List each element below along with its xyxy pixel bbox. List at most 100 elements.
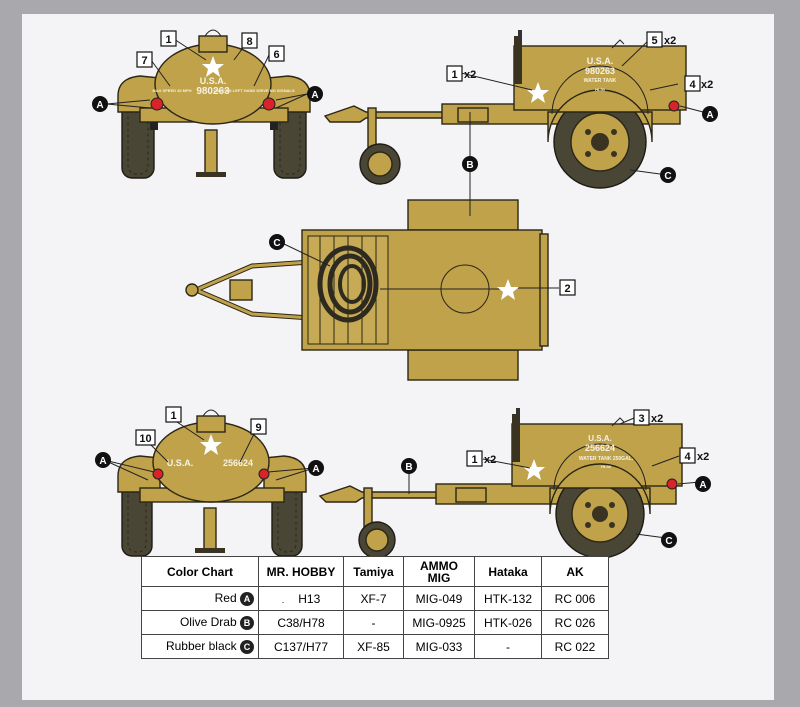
svg-text:6: 6 [273, 49, 279, 61]
callout-b-1: B [462, 156, 478, 172]
header-tamiya: Tamiya [343, 556, 404, 587]
svg-text:B: B [466, 160, 473, 171]
callout-a-3: A [702, 106, 718, 122]
hataka-cell: - [474, 634, 542, 659]
svg-text:1: 1 [170, 410, 176, 422]
stencil-serial: 980263 [196, 86, 230, 97]
tamiya-cell: - [343, 610, 404, 635]
svg-text:C: C [665, 536, 672, 547]
color-chart-table: Color Chart MR. HOBBY Tamiya AMMO MIG Ha… [141, 556, 609, 659]
ak-cell: RC 026 [541, 610, 609, 635]
svg-text:x2: x2 [464, 69, 476, 81]
callout-a-2: A [307, 86, 323, 102]
callout-1c: 1 [165, 406, 182, 423]
stencil-usa: U.S.A. [587, 56, 614, 66]
hataka-cell: HTK-132 [474, 586, 542, 611]
svg-text:A: A [312, 464, 319, 475]
callout-a-6: A [695, 476, 711, 492]
svg-text:x2: x2 [664, 35, 676, 47]
svg-text:8: 8 [246, 36, 252, 48]
ammo-mig-cell: MIG-033 [403, 634, 475, 659]
stencil-water-tank: WATER TANK 250GAL. [579, 456, 634, 462]
svg-text:9: 9 [255, 422, 261, 434]
svg-text:A: A [99, 456, 106, 467]
callout-2: 2 [559, 279, 576, 296]
callout-c-1: C [660, 167, 676, 183]
callout-a-4: A [95, 452, 111, 468]
svg-text:x2: x2 [697, 451, 709, 463]
color-chart-header-row: Color Chart MR. HOBBY Tamiya AMMO MIG Ha… [141, 556, 609, 587]
svg-text:10: 10 [139, 433, 151, 445]
tamiya-cell: XF-85 [343, 634, 404, 659]
callout-c-2: C [269, 234, 285, 250]
ammo-mig-cell: MIG-0925 [403, 610, 475, 635]
callout-7: 7 [136, 51, 153, 68]
stencil-serial: 256624 [223, 458, 253, 468]
svg-text:7: 7 [141, 55, 147, 67]
color-name-cell: Red A [141, 586, 259, 611]
svg-text:1: 1 [451, 69, 457, 81]
white-star-icon [523, 459, 545, 480]
stencil-serial: 256624 [585, 443, 615, 453]
svg-text:3: 3 [638, 413, 644, 425]
color-name-cell: Olive Drab B [141, 610, 259, 635]
stencil-tank-small: HL50 [595, 87, 606, 92]
tamiya-cell: XF-7 [343, 586, 404, 611]
paint-code-badge: B [240, 616, 254, 630]
svg-text:A: A [311, 90, 318, 101]
front-view-256624: U.S.A. 256624 [117, 409, 307, 557]
svg-text:A: A [96, 100, 103, 111]
callout-8: 8 [241, 32, 258, 49]
callout-1a: 1 [160, 30, 177, 47]
callout-a-5: A [308, 460, 324, 476]
callout-1b: 1 x2 [446, 65, 476, 82]
white-star-icon [527, 82, 549, 103]
white-star-icon [202, 56, 224, 77]
svg-text:C: C [273, 238, 280, 249]
white-star-icon [200, 434, 222, 455]
color-name-cell: Rubber black C [141, 634, 259, 659]
stencil-water-tank: WATER TANK [584, 78, 617, 84]
ak-cell: RC 022 [541, 634, 609, 659]
svg-text:x2: x2 [701, 79, 713, 91]
side-view-256624: U.S.A. 256624 WATER TANK 250GAL. HL50 [318, 408, 683, 559]
side-reflector [668, 100, 680, 112]
mr-hobby-cell: C38/H78 [258, 610, 344, 635]
paint-code-badge: C [240, 640, 254, 654]
mr-hobby-cell: .H13 [258, 586, 344, 611]
callout-a-1: A [92, 96, 108, 112]
header-ammo-mig: AMMO MIG [403, 556, 475, 587]
callout-c-3: C [661, 532, 677, 548]
svg-text:2: 2 [564, 283, 570, 295]
header-ak: AK [541, 556, 609, 587]
stencil-usa: U.S.A. [588, 434, 612, 443]
stencil-tank-small: HL50 [601, 464, 612, 469]
svg-text:5: 5 [651, 35, 657, 47]
left-reflector [150, 97, 164, 111]
hataka-cell: HTK-026 [474, 610, 542, 635]
mr-hobby-cell: C137/H77 [258, 634, 344, 659]
header-color-chart: Color Chart [141, 556, 259, 587]
svg-text:1: 1 [165, 34, 171, 46]
white-star-icon [497, 279, 519, 300]
callout-6: 6 [268, 45, 285, 62]
ak-cell: RC 006 [541, 586, 609, 611]
svg-text:B: B [405, 462, 412, 473]
coiled-hose [317, 245, 379, 323]
svg-text:A: A [699, 480, 706, 491]
callout-5: 5 x2 [646, 31, 676, 48]
svg-text:x2: x2 [651, 413, 663, 425]
callout-3: 3 x2 [633, 409, 663, 426]
leader-lines [103, 38, 704, 539]
ammo-mig-cell: MIG-049 [403, 586, 475, 611]
paint-code-badge: A [240, 592, 254, 606]
callout-b-2: B [401, 458, 417, 474]
svg-text:1: 1 [471, 454, 477, 466]
svg-text:A: A [706, 110, 713, 121]
svg-text:4: 4 [689, 79, 696, 91]
stencil-serial: 980263 [585, 66, 615, 76]
header-mr-hobby: MR. HOBBY [258, 556, 344, 587]
